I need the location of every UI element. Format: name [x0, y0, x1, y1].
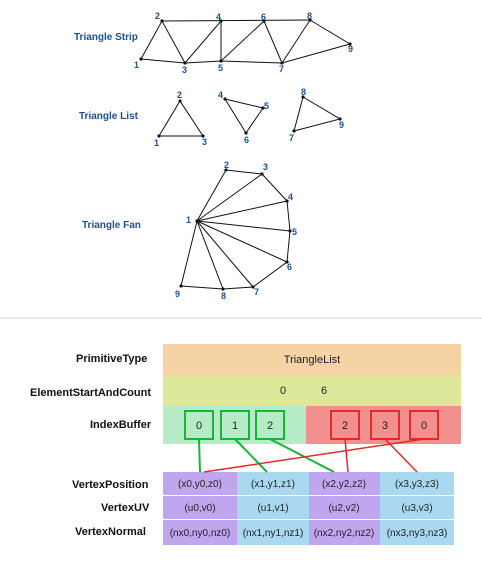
list-vertex-label: 7: [289, 133, 294, 143]
vertex-cell: [309, 496, 380, 519]
element-count-value: 6: [321, 385, 327, 397]
index-value: 2: [267, 420, 273, 432]
element-start-count-bar: [163, 375, 461, 406]
vertex-cell-text: (x0,y0,z0): [178, 479, 222, 490]
vertex-cell: [237, 496, 309, 519]
vertex-cell: [309, 472, 380, 495]
vertex-normal-row: VertexNormal (nx0,ny0,nz0) (nx1,ny1,nz1)…: [75, 520, 454, 545]
fan-vertex-label: 5: [292, 227, 297, 237]
vertex-cell: [309, 520, 380, 545]
list-vertex-label: 1: [154, 138, 159, 148]
strip-vertex-label: 3: [182, 65, 187, 75]
triangle-fan-title: Triangle Fan: [82, 220, 141, 231]
triangle-strip-edges: [140, 19, 351, 65]
vertex-cell: [380, 520, 454, 545]
vertex-cell-text: (x1,y1,z1): [251, 479, 295, 490]
strip-vertex-label: 1: [134, 60, 139, 70]
triangle-list-diagram: Triangle List 2 1 3 4 5 6 8 7 9: [79, 87, 344, 148]
vertex-uv-row: VertexUV (u0,v0) (u1,v1) (u2,v2) (u3,v3): [101, 496, 454, 519]
primitive-type-bar: [163, 344, 461, 375]
triangle-strip-vertices: [139, 18, 352, 65]
vertex-cell: [237, 472, 309, 495]
red-connector: [203, 438, 425, 473]
fan-vertex-label: 4: [288, 192, 293, 202]
fan-vertex-label: 2: [224, 160, 229, 170]
strip-vertex-label: 4: [216, 12, 221, 22]
strip-vertex-label: 9: [348, 44, 353, 54]
primitive-type-label: PrimitiveType: [76, 353, 147, 365]
vertex-cell: [163, 472, 237, 495]
vertex-cell: [163, 520, 237, 545]
list-vertex-label: 5: [264, 101, 269, 111]
element-start-count-label: ElementStartAndCount: [30, 387, 151, 399]
strip-vertex-label: 2: [155, 11, 160, 21]
list-vertex-label: 3: [202, 137, 207, 147]
fan-vertex-label: 7: [254, 287, 259, 297]
vertex-cell-text: (nx0,ny0,nz0): [170, 528, 231, 539]
triangle-strip-diagram: Triangle Strip 1 2 3 4 5 6 7 8 9: [74, 11, 353, 75]
vertex-cell-text: (nx3,ny3,nz3): [387, 528, 448, 539]
index-value: 0: [421, 420, 427, 432]
fan-vertex-label: 9: [175, 289, 180, 299]
vertex-cell-text: (u2,v2): [328, 503, 359, 514]
triangle-fan-edges: [180, 169, 291, 290]
vertex-cell-text: (u0,v0): [184, 503, 215, 514]
primitive-type-value: TriangleList: [284, 354, 340, 366]
list-vertex-label: 6: [244, 135, 249, 145]
fan-vertex-label: 3: [263, 162, 268, 172]
vertex-cell: [237, 520, 309, 545]
fan-vertex-label: 8: [221, 291, 226, 301]
vertex-cell: [380, 496, 454, 519]
vertex-cell-text: (x2,y2,z2): [322, 479, 366, 490]
green-connector: [234, 438, 268, 473]
vertex-cell: [380, 472, 454, 495]
strip-vertex-label: 7: [279, 64, 284, 74]
list-vertex-label: 9: [339, 120, 344, 130]
green-connector: [198, 438, 201, 473]
index-value: 1: [232, 420, 238, 432]
triangle-strip-title: Triangle Strip: [74, 32, 138, 43]
triangle-list-edges: [158, 96, 342, 137]
strip-vertex-label: 8: [307, 11, 312, 21]
buffer-table: PrimitiveType TriangleList ElementStartA…: [30, 344, 461, 545]
triangle-list-title: Triangle List: [79, 111, 139, 122]
vertex-cell-text: (nx1,ny1,nz1): [243, 528, 304, 539]
vertex-cell-text: (x3,y3,z3): [395, 479, 439, 490]
triangle-list-vertices: [157, 95, 342, 138]
index-value: 2: [342, 420, 348, 432]
list-vertex-label: 4: [218, 90, 223, 100]
vertex-cell-text: (nx2,ny2,nz2): [314, 528, 375, 539]
index-buffer-label: IndexBuffer: [90, 419, 152, 431]
index-value: 0: [196, 420, 202, 432]
index-value: 3: [382, 420, 388, 432]
element-start-value: 0: [280, 385, 286, 397]
vertex-position-label: VertexPosition: [72, 479, 149, 491]
vertex-cell: [163, 496, 237, 519]
triangle-fan-vertices: [179, 168, 292, 291]
strip-vertex-label: 6: [261, 12, 266, 22]
fan-vertex-label: 6: [287, 262, 292, 272]
vertex-cell-text: (u1,v1): [257, 503, 288, 514]
vertex-normal-label: VertexNormal: [75, 526, 146, 538]
index-buffer-green-region: [163, 406, 306, 444]
vertex-position-row: VertexPosition (x0,y0,z0) (x1,y1,z1) (x2…: [72, 472, 454, 495]
red-connector: [344, 438, 349, 473]
list-vertex-label: 2: [177, 90, 182, 100]
index-connectors: [198, 438, 425, 473]
vertex-cell-text: (u3,v3): [401, 503, 432, 514]
fan-vertex-label: 1: [186, 215, 191, 225]
list-vertex-label: 8: [301, 87, 306, 97]
strip-vertex-label: 5: [218, 63, 223, 73]
triangle-fan-diagram: Triangle Fan 1 2 3 4 5 6 7 8 9: [82, 160, 297, 301]
green-connector: [269, 438, 335, 473]
vertex-uv-label: VertexUV: [101, 502, 150, 514]
